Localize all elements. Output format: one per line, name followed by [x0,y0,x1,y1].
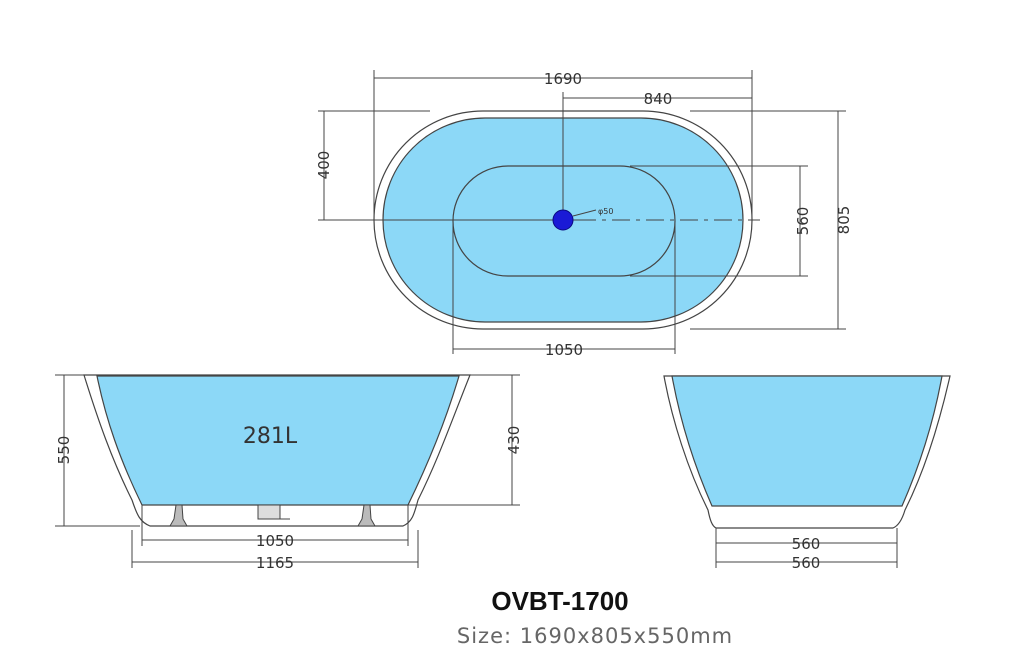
side-view: 281L 550 430 1050 1165 [55,374,523,572]
end-view: 560 560 [663,375,951,572]
dim-end-bottom-2: 560 [792,554,821,572]
dim-inner-width: 560 [794,207,812,236]
model-title: OVBT-1700 [491,586,629,616]
dim-height: 550 [55,436,73,465]
dim-width: 805 [835,206,853,235]
end-water [671,375,943,507]
waste-fitting [257,504,281,520]
drain-diameter: φ50 [598,207,613,216]
dim-depth: 430 [505,426,523,455]
volume-label: 281L [243,424,298,449]
dim-length: 1690 [544,70,582,88]
foot-right [357,504,376,527]
dim-base-inner: 1050 [256,532,294,550]
drain-hole [552,209,574,231]
dim-base-outer: 1165 [256,554,294,572]
dim-drain-y: 400 [315,151,333,180]
dim-end-bottom-1: 560 [792,535,821,553]
size-caption: Size: 1690x805x550mm [456,624,734,648]
dim-inner-length: 1050 [545,341,583,359]
plan-view: 1690 840 400 805 560 1050 φ50 [315,70,853,359]
dim-drain-offset: 840 [644,90,673,108]
foot-left [169,504,188,527]
